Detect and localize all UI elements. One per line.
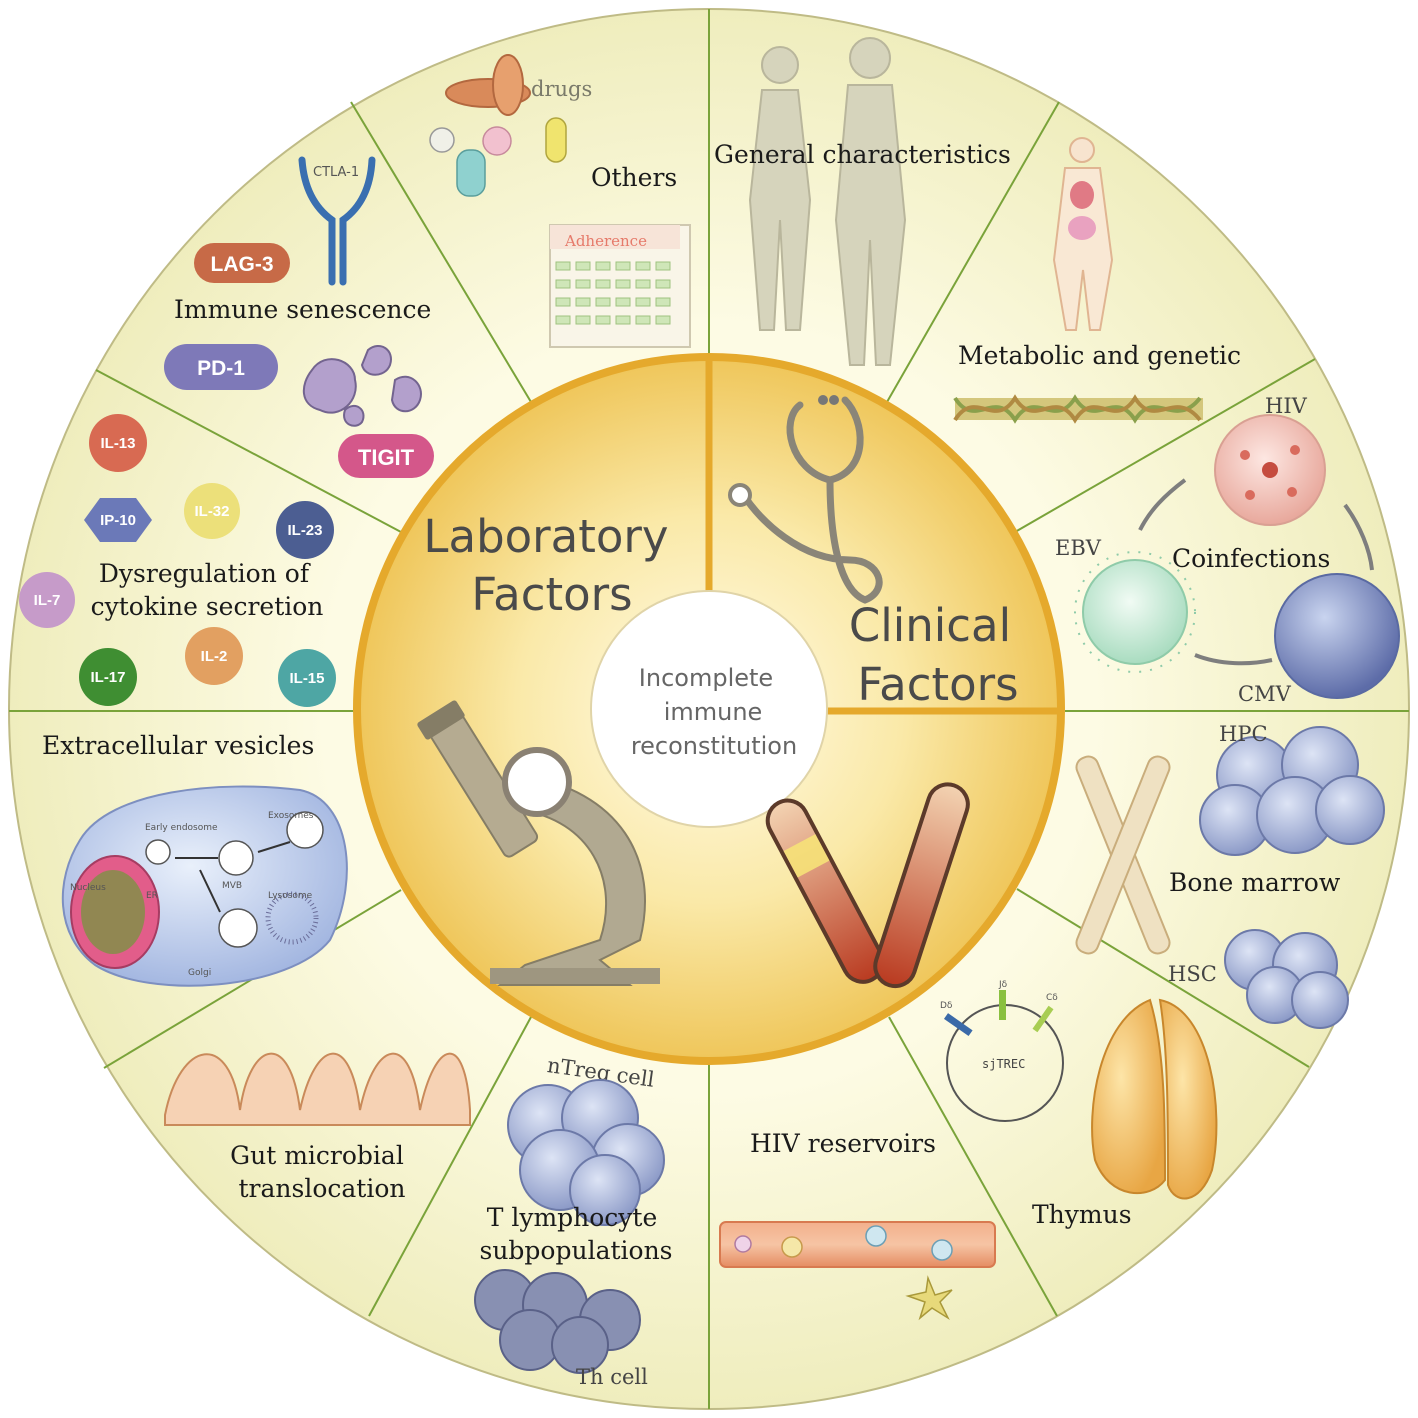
clinical-title-2: Factors [857, 658, 1018, 711]
cmv-virus-icon [1274, 573, 1400, 699]
drugs-label: drugs [531, 77, 592, 101]
ev-label-exosomes: Exosomes [268, 811, 314, 821]
pd1-label: PD-1 [197, 357, 245, 380]
calendar-icon [549, 224, 691, 348]
c-delta-label: Cδ [1046, 993, 1058, 1003]
clinical-title-1: Clinical [849, 599, 1011, 652]
virus-icon [1214, 414, 1326, 526]
hsc-cell-cluster-icon [1224, 929, 1349, 1029]
cytokine-il17-label: IL-17 [90, 669, 125, 686]
center-circle [590, 590, 828, 828]
cytokine-bubbles [19, 414, 336, 707]
segment-bone-marrow: Bone marrow [1169, 868, 1341, 897]
tigit-badge [338, 434, 434, 478]
segment-metabolic-genetic: Metabolic and genetic [958, 341, 1241, 370]
th-cell-cluster-icon [474, 1269, 641, 1374]
test-tubes-icon [765, 782, 970, 989]
senescent-cells-icon [302, 345, 422, 427]
segment-others: Others [591, 163, 677, 192]
intestine-icon [164, 1052, 471, 1126]
thymus-icon [1091, 998, 1218, 1200]
segment-immune-senescence: Immune senescence [174, 295, 431, 324]
segment-coinfections: Coinfections [1172, 544, 1330, 573]
ev-label-er: ER [146, 891, 158, 901]
ev-label-nucleus: Nucleus [70, 883, 106, 893]
segment-t-lymph-line-2: subpopulations [479, 1236, 672, 1265]
cytokine-il23 [276, 501, 334, 559]
adherence-label: Adherence [564, 232, 647, 250]
hpc-label: HPC [1219, 722, 1268, 746]
sjtrec-label: sjTREC [982, 1057, 1025, 1071]
segment-gut-line-1: Gut microbial [230, 1141, 404, 1170]
hsc-label: HSC [1168, 962, 1217, 986]
cytokine-il32 [184, 483, 240, 539]
receptor-icon [298, 156, 376, 286]
hiv-label: HIV [1265, 394, 1308, 418]
cytokine-ip10 [84, 498, 152, 542]
lag3-label: LAG-3 [211, 253, 274, 276]
microscope-icon [417, 700, 660, 986]
ev-cell-icon [61, 785, 348, 987]
ctla-label: CTLA-1 [313, 165, 359, 180]
dendritic-cell-icon [905, 1275, 953, 1321]
quadrant-dividers [705, 359, 1062, 715]
tigit-label: TIGIT [358, 445, 415, 470]
ev-label-early-endosome: Early endosome [145, 823, 218, 833]
pills-icon [429, 54, 567, 197]
cytokine-il15-label: IL-15 [289, 670, 324, 687]
dna-icon [953, 394, 1203, 424]
bone-icon [1075, 755, 1171, 955]
cytokine-il2-label: IL-2 [201, 648, 228, 665]
segment-t-lymph-line-1: T lymphocyte [487, 1203, 658, 1232]
cytokine-il7-label: IL-7 [34, 592, 61, 609]
segment-general-characteristics: General characteristics [714, 140, 1011, 169]
center-line-1: Incomplete [639, 664, 773, 692]
ev-label-lysosome: Lysosome [268, 891, 313, 901]
cytokine-il7 [19, 572, 75, 628]
sjtrec-circle-icon [943, 990, 1064, 1122]
laboratory-title-1: Laboratory [423, 510, 668, 563]
ntreg-cell-cluster-icon [507, 1079, 665, 1226]
stethoscope-icon [728, 395, 883, 604]
infection-arrows [1138, 478, 1374, 666]
cmv-label: CMV [1238, 682, 1292, 706]
cytokine-il13 [89, 414, 147, 472]
d-delta-label: Dδ [940, 1001, 953, 1011]
center-line-3: reconstitution [631, 732, 797, 760]
lag3-badge [194, 243, 290, 283]
segment-gut-line-2: translocation [239, 1174, 406, 1203]
organ-figure-icon [1052, 137, 1114, 331]
segment-thymus: Thymus [1032, 1200, 1132, 1229]
pd1-badge [164, 344, 278, 390]
center-line-2: immune [664, 698, 763, 726]
segment-cytokine-line-1: Dysregulation of [99, 559, 311, 588]
th-label: Th cell [576, 1365, 648, 1389]
cytokine-il2 [185, 627, 243, 685]
segment-hiv-reservoirs: HIV reservoirs [750, 1129, 936, 1158]
j-delta-label: Jδ [998, 980, 1008, 990]
ebv-virus-icon [1074, 551, 1196, 673]
ev-label-mvb: MVB [222, 881, 242, 891]
ev-label-golgi: Golgi [188, 968, 211, 978]
segment-cytokine-line-2: cytokine secretion [91, 592, 324, 621]
cytokine-ip10-label: IP-10 [100, 512, 136, 529]
laboratory-title-2: Factors [471, 568, 632, 621]
hpc-cell-cluster-icon [1199, 726, 1385, 856]
cytokine-il17 [79, 648, 137, 706]
human-silhouette-icon [748, 37, 907, 366]
cytokine-il13-label: IL-13 [100, 435, 135, 452]
blood-vessel-icon [719, 1221, 996, 1268]
ebv-label: EBV [1055, 536, 1102, 560]
cytokine-il23-label: IL-23 [287, 522, 322, 539]
cytokine-il15 [278, 649, 336, 707]
cytokine-il32-label: IL-32 [194, 503, 229, 520]
segment-extracellular-vesicles: Extracellular vesicles [42, 731, 314, 760]
segment-dividers [9, 9, 1409, 1409]
